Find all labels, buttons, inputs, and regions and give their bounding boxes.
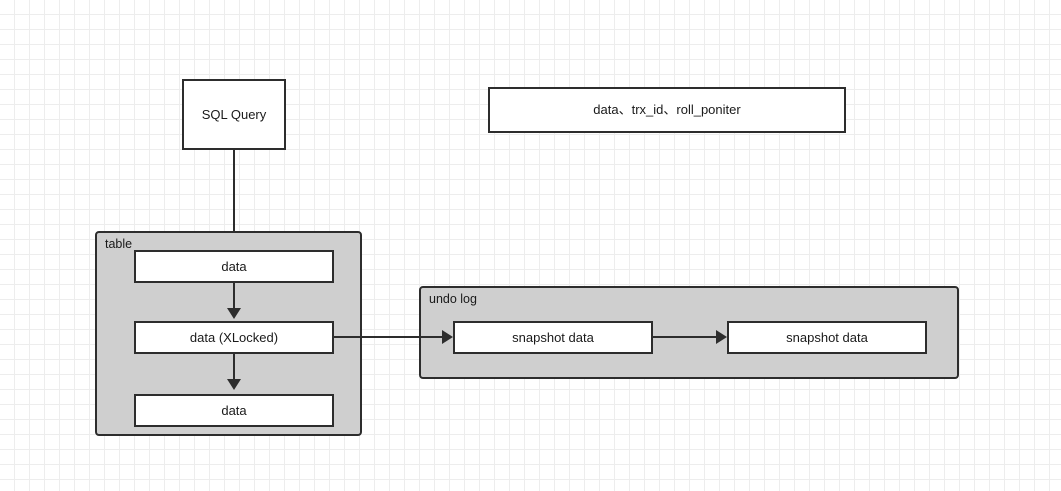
table-row-2-label: data (XLocked) [189, 329, 279, 345]
table-row-1-node[interactable]: data [134, 250, 334, 283]
edge-row2-to-row3-arrowhead [227, 379, 241, 390]
sql-query-label: SQL Query [201, 106, 267, 122]
snapshot-data-1-node[interactable]: snapshot data [453, 321, 653, 354]
table-row-3-node[interactable]: data [134, 394, 334, 427]
edge-row2-to-snapshot1-line [334, 336, 442, 338]
row-format-label: data、trx_id、roll_poniter [593, 102, 741, 118]
snapshot-data-1-label: snapshot data [512, 329, 594, 345]
table-row-1-label: data [221, 258, 247, 274]
edge-snapshot1-to-snapshot2-arrowhead [716, 330, 727, 344]
row-format-node[interactable]: data、trx_id、roll_poniter [488, 87, 846, 133]
undo-log-container-label: undo log [429, 292, 477, 306]
snapshot-data-2-label: snapshot data [786, 329, 868, 345]
table-container-label: table [105, 237, 133, 251]
edge-snapshot1-to-snapshot2-line [653, 336, 716, 338]
table-row-2-node[interactable]: data (XLocked) [134, 321, 334, 354]
table-row-3-label: data [221, 402, 247, 418]
edge-row1-to-row2-line [233, 283, 235, 311]
edge-row2-to-snapshot1-arrowhead [442, 330, 453, 344]
edge-row1-to-row2-arrowhead [227, 308, 241, 319]
edge-row2-to-row3-line [233, 354, 235, 382]
sql-query-node[interactable]: SQL Query [182, 79, 286, 150]
edge-sql-query-to-data-line [233, 150, 235, 236]
snapshot-data-2-node[interactable]: snapshot data [727, 321, 927, 354]
